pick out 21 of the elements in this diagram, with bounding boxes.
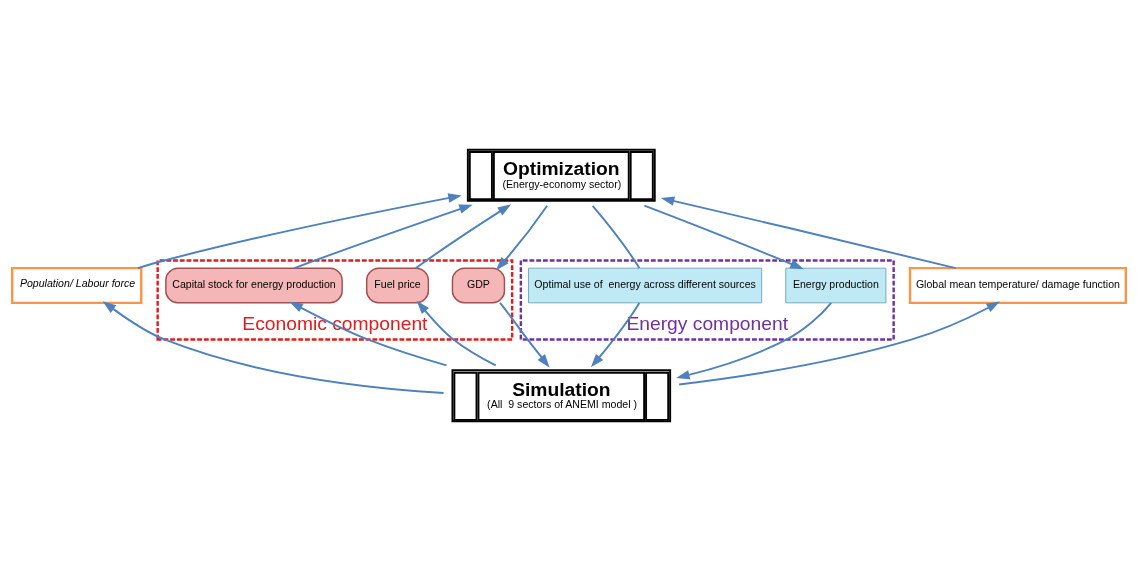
arrow bbox=[416, 300, 497, 367]
arrow bbox=[676, 301, 833, 380]
node-box: Global mean temperature/ damage function bbox=[908, 266, 1127, 305]
arrow bbox=[678, 301, 1000, 386]
arrow bbox=[415, 204, 512, 270]
node-box: Optimal use of energy across different sources bbox=[528, 267, 763, 304]
arrow bbox=[499, 302, 550, 368]
connector bbox=[591, 204, 641, 270]
node-box: Fuel price bbox=[365, 267, 430, 304]
node-box: Energy production bbox=[785, 267, 887, 304]
arrow bbox=[289, 301, 448, 367]
arrow bbox=[102, 301, 445, 395]
node-box: GDP bbox=[451, 267, 506, 304]
arrow bbox=[136, 193, 462, 270]
arrow bbox=[496, 204, 549, 271]
arrow bbox=[590, 301, 641, 368]
arrow bbox=[660, 196, 957, 270]
arrow bbox=[293, 204, 473, 269]
arrow bbox=[643, 204, 804, 270]
node-box: Capital stock for energy production bbox=[165, 267, 343, 304]
node-box: Population/ Labour force bbox=[11, 266, 143, 305]
